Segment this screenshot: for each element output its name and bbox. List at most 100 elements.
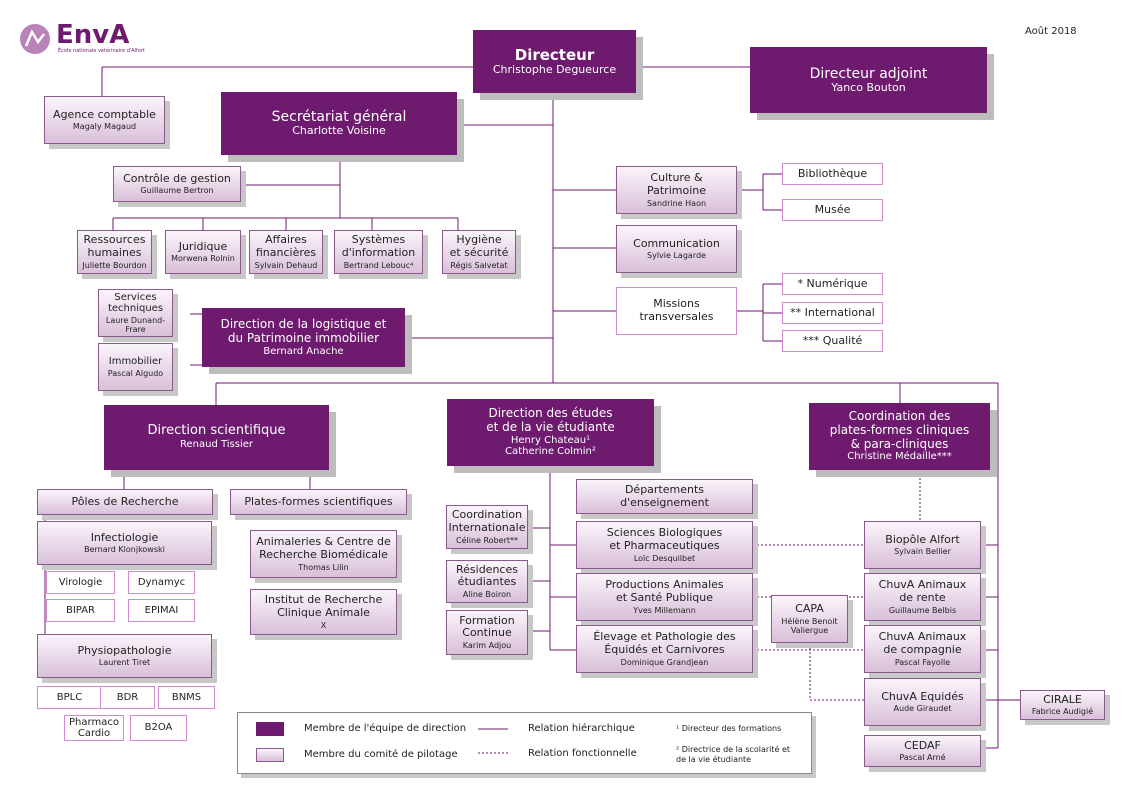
plates-formes-title: Plates-formes scientifiques — [244, 494, 393, 508]
box-bibliotheque: Bibliothèque — [782, 163, 883, 185]
box-systemes-information: Systèmes d'information Bertrand Lebouc⁴ — [334, 230, 423, 274]
chuva-equides-name: Aude Giraudet — [893, 704, 952, 714]
legend: Membre de l'équipe de direction Membre d… — [237, 712, 812, 774]
box-coordination-plateformes: Coordination des plates-formes cliniques… — [809, 403, 990, 470]
directeur-adjoint-title: Directeur adjoint — [809, 65, 928, 82]
bnms-title: BNMS — [171, 691, 202, 703]
chuva-rente-name: Guillaume Belbis — [888, 605, 957, 615]
si-title: Systèmes d'information — [341, 233, 416, 259]
services-techniques-name: Laure Dunand- Frare — [105, 315, 166, 334]
agence-title: Agence comptable — [53, 107, 156, 121]
box-musee: Musée — [782, 199, 883, 221]
legend-pilotage-swatch — [256, 748, 284, 762]
bdr-title: BDR — [116, 691, 139, 703]
box-coordination-internationale: Coordination Internationale Céline Rober… — [446, 505, 528, 549]
box-qualite: *** Qualité — [782, 330, 883, 352]
cedaf-name: Pascal Arné — [899, 753, 946, 763]
box-bnms: BNMS — [158, 686, 215, 709]
biopole-name: Sylvain Bellier — [894, 547, 951, 557]
box-b2oa: B2OA — [130, 715, 187, 741]
dynamyc-title: Dynamyc — [137, 576, 186, 588]
formation-name: Karim Adjou — [462, 641, 512, 651]
juridique-title: Juridique — [178, 239, 228, 253]
box-hygiene-securite: Hygiène et sécurité Régis Salvetat — [442, 230, 516, 274]
box-directeur: Directeur Christophe Degueurce — [473, 30, 636, 93]
departements-title: Départements d'enseignement — [620, 482, 709, 509]
logo-subtitle: École nationale vétérinaire d'Alfort — [58, 48, 145, 54]
box-direction-logistique: Direction de la logistique et du Patrimo… — [202, 308, 405, 367]
cirale-name: Fabrice Audigié — [1031, 707, 1094, 717]
secretariat-title: Secrétariat général — [271, 109, 407, 126]
logo-text: EnvA — [56, 20, 130, 50]
enva-logo — [20, 24, 50, 54]
coordination-plateformes-name: Christine Médaille*** — [847, 451, 952, 463]
box-cirale: CIRALE Fabrice Audigié — [1020, 690, 1105, 720]
virologie-title: Virologie — [58, 576, 103, 588]
box-international: ** International — [782, 302, 883, 324]
elevage-title: Élevage et Pathologie des Équidés et Car… — [593, 630, 736, 656]
productions-name: Yves Millemann — [633, 605, 696, 615]
si-name: Bertrand Lebouc⁴ — [343, 260, 414, 270]
animaleries-name: Thomas Lilin — [298, 562, 349, 572]
bipar-title: BIPAR — [66, 604, 95, 616]
box-productions-animales: Productions Animales et Santé Publique Y… — [576, 573, 753, 621]
legend-hierarchique-label: Relation hiérarchique — [528, 723, 635, 734]
institut-title: Institut de Recherche Clinique Animale — [264, 593, 383, 619]
legend-pilotage-label: Membre du comité de pilotage — [304, 749, 458, 760]
legend-direction-label: Membre de l'équipe de direction — [304, 723, 467, 734]
qualite-title: *** Qualité — [802, 333, 863, 347]
directeur-name: Christophe Degueurce — [492, 62, 617, 76]
legend-line-samples — [478, 728, 508, 754]
box-sciences-bio: Sciences Biologiques et Pharmaceutiques … — [576, 521, 753, 569]
box-institut-recherche: Institut de Recherche Clinique Animale X — [250, 589, 397, 635]
chart-date: Août 2018 — [1025, 26, 1077, 37]
box-chuva-compagnie: ChuvA Animaux de compagnie Pascal Fayoll… — [864, 625, 981, 673]
sciences-bio-title: Sciences Biologiques et Pharmaceutiques — [606, 526, 723, 552]
box-communication: Communication Sylvie Lagarde — [616, 225, 737, 273]
cedaf-title: CEDAF — [904, 738, 941, 752]
elevage-name: Dominique Grandjean — [620, 657, 709, 667]
international-title: ** International — [790, 305, 875, 319]
box-services-techniques: Services techniques Laure Dunand- Frare — [98, 289, 173, 337]
box-poles-recherche: Pôles de Recherche — [37, 489, 213, 515]
box-bplc: BPLC — [37, 686, 102, 709]
culture-name: Sandrine Haon — [646, 198, 707, 208]
animaleries-title: Animaleries & Centre de Recherche Bioméd… — [256, 535, 391, 561]
coord-inter-name: Céline Robert** — [455, 535, 518, 545]
poles-title: Pôles de Recherche — [71, 494, 179, 508]
culture-title: Culture & Patrimoine — [646, 171, 706, 197]
box-numerique: * Numérique — [782, 273, 883, 295]
chuva-rente-title: ChuvA Animaux de rente — [878, 578, 967, 604]
secretariat-name: Charlotte Voisine — [292, 124, 386, 138]
box-departements: Départements d'enseignement — [576, 479, 753, 514]
box-plates-formes: Plates-formes scientifiques — [230, 489, 407, 515]
box-chuva-rente: ChuvA Animaux de rente Guillaume Belbis — [864, 573, 981, 621]
box-agence-comptable: Agence comptable Magaly Magaud — [44, 96, 165, 144]
communication-title: Communication — [633, 236, 720, 250]
box-epimai: EPIMAI — [128, 599, 195, 622]
services-techniques-title: Services techniques — [107, 291, 164, 315]
box-physiopathologie: Physiopathologie Laurent Tiret — [37, 634, 212, 678]
epimai-title: EPIMAI — [144, 604, 179, 616]
infectiologie-name: Bernard Klonjkowski — [84, 545, 165, 555]
affaires-title: Affaires financières — [255, 233, 317, 259]
legend-direction-swatch — [256, 722, 284, 736]
rh-name: Juliette Bourdon — [82, 260, 147, 270]
infectiologie-title: Infectiologie — [90, 530, 159, 544]
box-immobilier: Immobilier Pascal Algudo — [98, 343, 173, 391]
biopole-title: Biopôle Alfort — [885, 532, 960, 546]
directeur-adjoint-name: Yanco Bouton — [831, 80, 906, 94]
box-direction-scientifique: Direction scientifique Renaud Tissier — [104, 405, 329, 470]
cirale-title: CIRALE — [1043, 692, 1082, 706]
immobilier-title: Immobilier — [108, 356, 163, 368]
etudes-title: Direction des études et de la vie étudia… — [486, 406, 615, 434]
box-bipar: BIPAR — [46, 599, 115, 622]
bplc-title: BPLC — [56, 691, 83, 703]
chuva-equides-title: ChuvA Equidés — [881, 689, 964, 703]
controle-title: Contrôle de gestion — [123, 171, 231, 185]
box-controle-gestion: Contrôle de gestion Guillaume Bertron — [113, 166, 241, 202]
pharmaco-title: Pharmaco Cardio — [69, 716, 119, 740]
formation-title: Formation Continue — [459, 613, 515, 640]
box-pharmaco-cardio: Pharmaco Cardio — [64, 715, 124, 741]
